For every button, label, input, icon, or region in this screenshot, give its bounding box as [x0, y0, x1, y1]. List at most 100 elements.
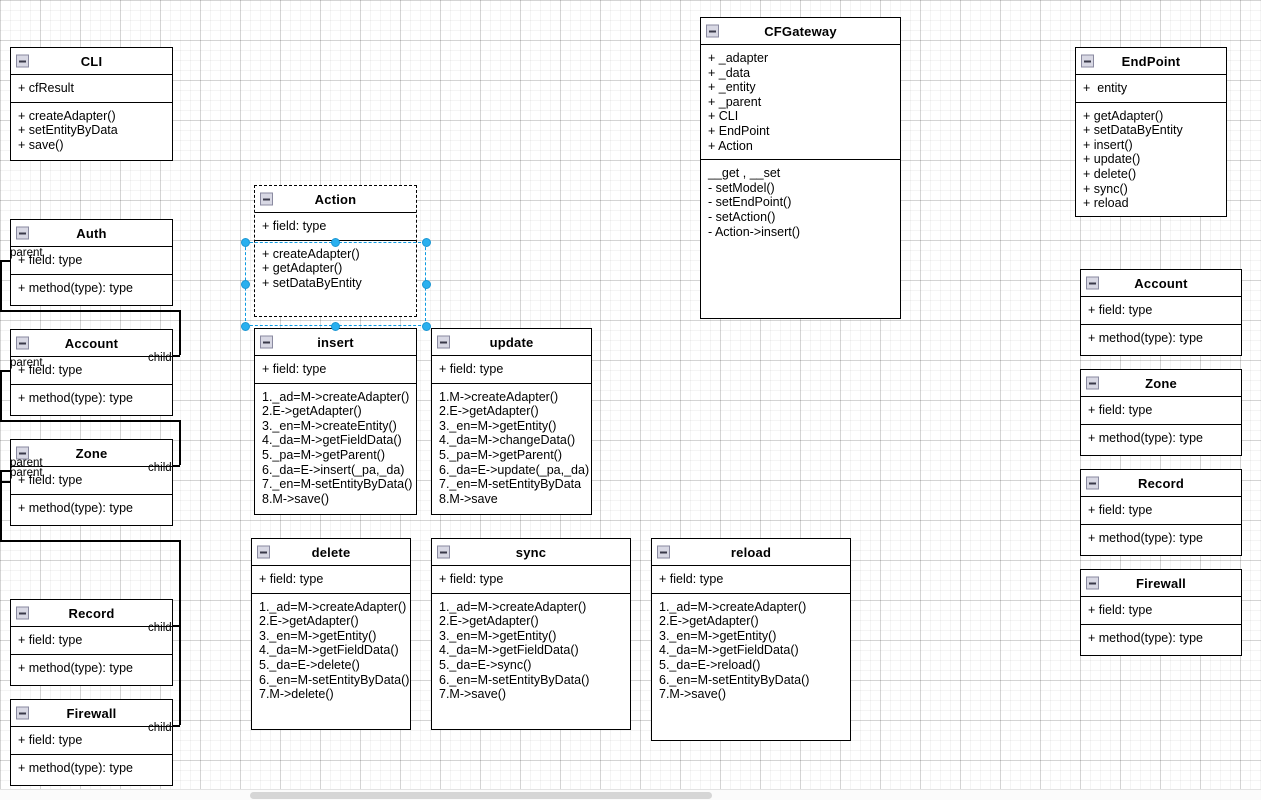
edge-label-auth-parent: parent: [10, 247, 43, 259]
class-method-row: 7._en=M-setEntityByData: [439, 477, 582, 492]
class-methods-section: + method(type): type: [1081, 525, 1241, 552]
class-name: reload: [730, 544, 772, 560]
minus-box-icon[interactable]: [16, 54, 29, 68]
edge-label-account-child: child: [148, 352, 172, 364]
resize-handle-se[interactable]: [421, 321, 431, 331]
connector-line: [168, 625, 180, 627]
resize-handle-nw[interactable]: [240, 237, 250, 247]
class-fields-section: + _adapter+ _data+ _entity+ _parent+ CLI…: [701, 45, 900, 161]
uml-class-record-right[interactable]: Record + field: type + method(type): type: [1080, 469, 1242, 556]
class-field-row: + CLI: [708, 109, 739, 124]
class-header: Record: [1081, 470, 1241, 497]
class-header: Zone: [11, 440, 172, 467]
minus-box-icon[interactable]: [1086, 376, 1099, 390]
edge-label-record-child: child: [148, 622, 172, 634]
class-method-row: + method(type): type: [1088, 530, 1203, 545]
uml-class-account-right[interactable]: Account+ field: type+ method(type): type: [1080, 269, 1242, 356]
resize-handle-ne[interactable]: [421, 237, 431, 247]
connector-line: [179, 540, 181, 625]
class-header: sync: [432, 539, 630, 566]
minus-box-icon[interactable]: [1086, 276, 1099, 290]
connector-line: [0, 470, 11, 472]
class-method-row: 4._da=M->getFieldData(): [659, 643, 799, 658]
class-method-row: 5._da=E->delete(): [259, 657, 360, 672]
class-fields-section: + field: type: [255, 213, 416, 241]
class-method-row: + setDataByEntity: [262, 275, 362, 290]
uml-class-zone-left[interactable]: Zone+ field: type+ method(type): type: [10, 439, 173, 526]
class-fields-section: + field: type: [1081, 297, 1241, 325]
minus-box-icon[interactable]: [1086, 476, 1099, 490]
minus-box-icon[interactable]: [16, 336, 29, 350]
resize-handle-e[interactable]: [421, 279, 431, 289]
class-methods-section: 1._ad=M->createAdapter()2.E->getAdapter(…: [255, 384, 416, 513]
uml-class-firewall-left[interactable]: Firewall+ field: type+ method(type): typ…: [10, 699, 173, 786]
minus-box-icon[interactable]: [16, 606, 29, 620]
minus-box-icon[interactable]: [657, 545, 670, 559]
class-method-row: 4._da=M->getFieldData(): [262, 433, 402, 448]
resize-handle-sw[interactable]: [240, 321, 250, 331]
class-fields-section: + field: type: [1081, 497, 1241, 525]
class-method-row: 5._da=E->reload(): [659, 657, 761, 672]
class-fields-section: + field: type: [11, 467, 172, 495]
class-field-row: + field: type: [1088, 503, 1153, 517]
class-field-row: + field: type: [18, 633, 83, 647]
minus-box-icon[interactable]: [260, 335, 273, 349]
class-fields-section: + field: type: [11, 627, 172, 655]
class-header: CFGateway: [701, 18, 900, 45]
uml-class-record-left[interactable]: Record+ field: type+ method(type): type: [10, 599, 173, 686]
minus-box-icon[interactable]: [16, 226, 29, 240]
class-method-row: 1._ad=M->createAdapter(): [659, 599, 807, 614]
class-name: delete: [311, 544, 351, 560]
class-method-row: + createAdapter(): [18, 108, 116, 123]
class-method-row: 6._da=E->insert(_pa,_da): [262, 462, 405, 477]
class-name: EndPoint: [1121, 53, 1181, 69]
class-method-row: 2.E->getAdapter(): [439, 404, 539, 419]
uml-class-firewall-right[interactable]: Firewall+ field: type+ method(type): typ…: [1080, 569, 1242, 656]
class-field-row: + field: type: [659, 572, 724, 586]
class-field-row: + field: type: [1088, 403, 1153, 417]
uml-class-zone-right[interactable]: Zone+ field: type+ method(type): type: [1080, 369, 1242, 456]
uml-class-cli[interactable]: CLI+ cfResult+ createAdapter()+ setEntit…: [10, 47, 173, 161]
class-method-row: + save(): [18, 137, 64, 152]
class-field-row: + field: type: [18, 473, 83, 487]
minus-box-icon[interactable]: [1086, 576, 1099, 590]
class-field-row: + field: type: [439, 572, 504, 586]
class-field-row: + entity: [1083, 81, 1128, 95]
resize-handle-w[interactable]: [240, 279, 250, 289]
uml-class-endpoint[interactable]: EndPoint+ entity+ getAdapter()+ setDataB…: [1075, 47, 1227, 217]
minus-box-icon[interactable]: [16, 446, 29, 460]
minus-box-icon[interactable]: [257, 545, 270, 559]
class-name: insert: [317, 334, 354, 350]
uml-class-auth[interactable]: Auth+ field: type+ method(type): type: [10, 219, 173, 306]
connector-line: [168, 355, 180, 357]
class-method-row: + method(type): type: [1088, 430, 1203, 445]
minus-box-icon[interactable]: [260, 192, 273, 206]
minus-box-icon[interactable]: [1081, 54, 1094, 68]
class-method-row: 4._da=M->getFieldData(): [439, 643, 579, 658]
uml-class-reload[interactable]: reload + field: type 1._ad=M->createAdapte…: [651, 538, 851, 741]
class-method-row: + delete(): [1083, 166, 1137, 181]
horizontal-scrollbar-track[interactable]: [0, 789, 1261, 800]
minus-box-icon[interactable]: [437, 335, 450, 349]
uml-class-account-left[interactable]: Account+ field: type+ method(type): type: [10, 329, 173, 416]
minus-box-icon[interactable]: [16, 706, 29, 720]
resize-handle-s[interactable]: [331, 321, 340, 331]
class-method-row: + reload: [1083, 196, 1129, 211]
class-name: update: [489, 334, 534, 350]
resize-handle-n[interactable]: [331, 237, 340, 247]
uml-class-cfgateway[interactable]: CFGateway+ _adapter+ _data+ _entity+ _pa…: [700, 17, 901, 319]
class-name: CLI: [80, 53, 103, 69]
horizontal-scrollbar-thumb[interactable]: [250, 792, 712, 799]
class-fields-section: + field: type: [432, 566, 630, 594]
minus-box-icon[interactable]: [437, 545, 450, 559]
class-header: CLI: [11, 48, 172, 75]
class-header: Firewall: [1081, 570, 1241, 597]
class-name: sync: [515, 544, 547, 560]
minus-box-icon[interactable]: [706, 24, 719, 38]
uml-class-action[interactable]: Action+ field: type+ createAdapter()+ ge…: [254, 185, 417, 317]
